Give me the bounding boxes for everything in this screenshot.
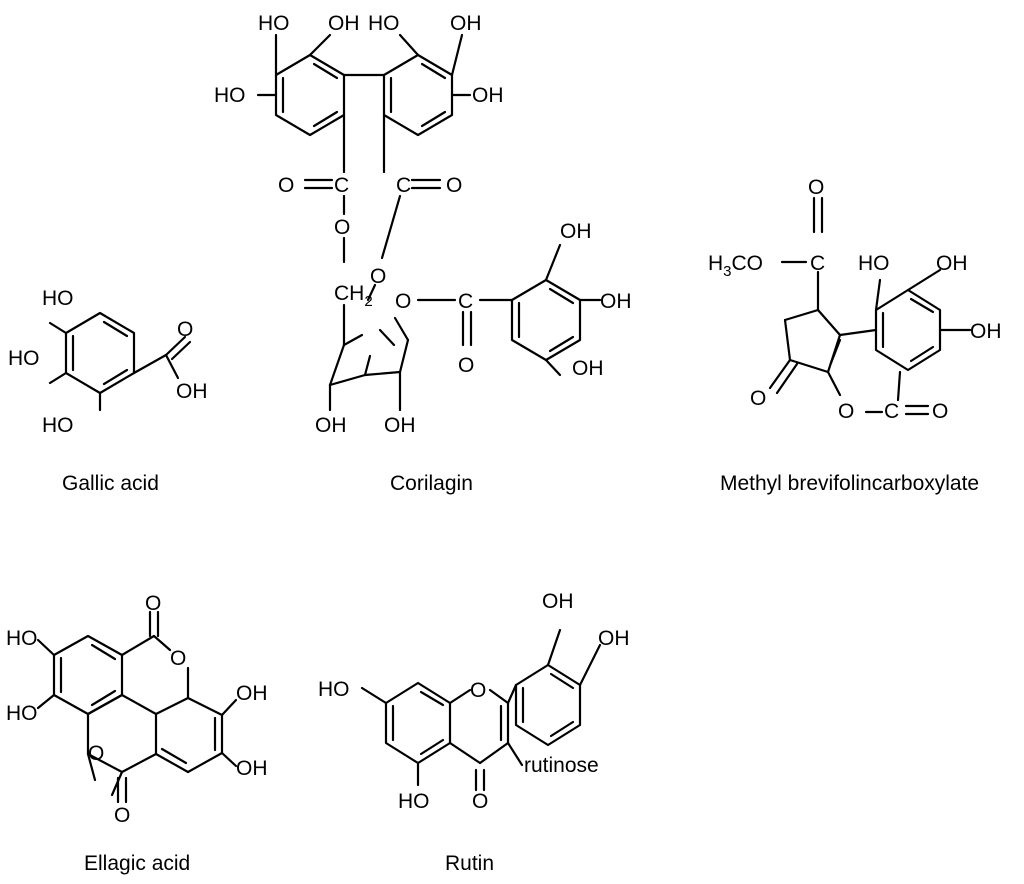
rutin-rutinose: rutinose xyxy=(524,754,599,777)
methyl-brevifolincarboxylate-structure: O C H3CO HO OH OH O O C O Methyl brevifo… xyxy=(708,176,1002,495)
rutin-o-ketone: O xyxy=(472,790,488,813)
mb-c-lactone: C xyxy=(884,400,899,423)
mb-o-ketone: O xyxy=(750,387,766,410)
corilagin-oh-g3: OH xyxy=(572,357,604,380)
corilagin-bonds xyxy=(256,33,602,412)
ellagic-acid-caption: Ellagic acid xyxy=(84,852,190,875)
ellagic-ho-1: HO xyxy=(6,627,38,650)
corilagin-ch: CH xyxy=(334,282,364,305)
corilagin-oh-1: OH xyxy=(328,12,360,35)
gallic-oh: OH xyxy=(176,380,208,403)
ellagic-ho-2: HO xyxy=(6,702,38,725)
rutin-ho-left: HO xyxy=(318,678,350,701)
rutin-oh-top: OH xyxy=(542,590,574,613)
ellagic-acid-bonds xyxy=(36,610,238,804)
rutin-caption: Rutin xyxy=(445,852,494,875)
ellagic-o-ring2: O xyxy=(88,742,104,765)
corilagin-oh-s1: OH xyxy=(315,414,347,437)
ellagic-oh-1: OH xyxy=(236,682,268,705)
gallic-acid-bonds xyxy=(48,311,192,412)
rutin-bonds xyxy=(360,628,602,792)
rutin-o-ring: O xyxy=(470,679,486,702)
corilagin-o-sugar: O xyxy=(395,290,411,313)
mb-o-top: O xyxy=(808,176,824,199)
corilagin-ho-left: HO xyxy=(214,84,246,107)
corilagin-oh-g1: OH xyxy=(560,220,592,243)
mb-ho: HO xyxy=(858,252,890,275)
rutin-ho-bot: HO xyxy=(398,790,430,813)
mb-h3co-3: 3 xyxy=(723,263,731,280)
gallic-ho-bot: HO xyxy=(42,414,74,437)
ellagic-oh-2: OH xyxy=(236,757,268,780)
corilagin-ho-1: HO xyxy=(258,12,290,35)
mb-h3co-co: CO xyxy=(732,252,764,275)
ellagic-acid-structure: O O HO HO OH OH O O Ellagic acid xyxy=(6,592,268,875)
corilagin-caption: Corilagin xyxy=(390,472,473,495)
mb-oh-2: OH xyxy=(970,320,1002,343)
rutin-oh-right: OH xyxy=(598,627,630,650)
corilagin-o-ring: O xyxy=(370,265,386,288)
corilagin-c-ester1: C xyxy=(334,174,349,197)
ellagic-o-top: O xyxy=(145,592,161,615)
gallic-carbonyl-o: O xyxy=(177,318,193,341)
mb-h3co-h: H xyxy=(708,252,723,275)
corilagin-oh-right: OH xyxy=(472,84,504,107)
mb-o-lactone: O xyxy=(838,400,854,423)
mb-o-carbonyl: O xyxy=(932,400,948,423)
corilagin-o-gall: O xyxy=(458,354,474,377)
mb-c-top: C xyxy=(810,252,825,275)
mb-h3co: H3CO xyxy=(708,252,763,280)
gallic-ho-mid: HO xyxy=(8,347,40,370)
corilagin-oh-2: OH xyxy=(450,12,482,35)
corilagin-ch2-subscript: 2 xyxy=(364,293,372,310)
mb-oh-1: OH xyxy=(936,252,968,275)
corilagin-c-gall: C xyxy=(458,290,473,313)
corilagin-oh-g2: OH xyxy=(600,290,632,313)
corilagin-c-ester2: C xyxy=(396,174,411,197)
gallic-acid-caption: Gallic acid xyxy=(62,472,159,495)
ellagic-o-bot: O xyxy=(114,804,130,827)
gallic-ho-top: HO xyxy=(42,287,74,310)
corilagin-o-link1: O xyxy=(334,216,350,239)
rutin-structure: OH OH HO O rutinose HO O Rutin xyxy=(318,590,630,875)
corilagin-o-ester2: O xyxy=(446,174,462,197)
methyl-brevifolincarboxylate-bonds xyxy=(768,196,972,416)
corilagin-ho-2: HO xyxy=(368,12,400,35)
gallic-acid-structure: HO HO HO O OH Gallic acid xyxy=(8,287,208,495)
ellagic-o-ring1: O xyxy=(170,647,186,670)
corilagin-structure: HO OH HO OH HO OH O C O C O O CH2 O C O … xyxy=(214,12,632,495)
corilagin-oh-s2: OH xyxy=(384,414,416,437)
corilagin-ch2: CH2 xyxy=(334,282,373,310)
methyl-brevifolincarboxylate-caption: Methyl brevifolincarboxylate xyxy=(720,472,979,495)
corilagin-o-ester1: O xyxy=(278,174,294,197)
